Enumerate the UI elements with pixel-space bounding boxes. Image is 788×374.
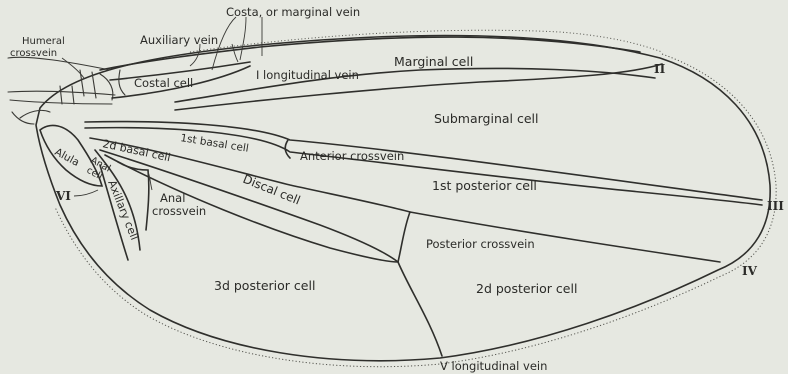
axillary-cell-label: Axillary cell bbox=[105, 178, 141, 242]
base-sclerites bbox=[20, 74, 113, 118]
first-longitudinal-continuation bbox=[175, 68, 655, 102]
fifth-longitudinal-basal bbox=[105, 155, 398, 262]
costal-cell-label: Costal cell bbox=[134, 76, 193, 90]
auxiliary-vein-label: Auxiliary vein bbox=[140, 33, 218, 47]
anterior-crossvein-label: Anterior crossvein bbox=[300, 149, 404, 163]
humeral-label-line1: Humeral bbox=[22, 36, 65, 47]
marginal-cell-label: Marginal cell bbox=[394, 54, 473, 69]
third-posterior-cell-label: 3d posterior cell bbox=[214, 278, 315, 293]
posterior-crossvein-label: Posterior crossvein bbox=[426, 237, 535, 251]
anal-crossvein-label-line1: Anal bbox=[160, 191, 185, 205]
anal-crossvein-label-line2: crossvein bbox=[152, 204, 206, 218]
alula-label: Alula bbox=[53, 146, 82, 169]
discal-cell-label: Discal cell bbox=[241, 172, 302, 208]
anterior-crossvein-line bbox=[285, 140, 290, 158]
first-posterior-cell-label: 1st posterior cell bbox=[432, 178, 537, 193]
vein-number-iv: IV bbox=[742, 264, 758, 278]
costal-cell-border bbox=[119, 70, 125, 95]
wing-costa-fringe bbox=[190, 30, 662, 52]
costa-label: Costa, or marginal vein bbox=[226, 5, 360, 19]
second-basal-cell-label: 2d basal cell bbox=[101, 137, 171, 164]
vein-number-ii: II bbox=[654, 62, 666, 76]
first-longitudinal-label: I longitudinal vein bbox=[256, 68, 359, 82]
vein-number-vi: VI bbox=[55, 189, 71, 203]
fifth-longitudinal-vein bbox=[398, 262, 442, 356]
second-posterior-cell-label: 2d posterior cell bbox=[476, 281, 577, 296]
vi-leader-line bbox=[74, 190, 98, 196]
posterior-crossvein-line bbox=[398, 212, 410, 262]
submarginal-cell-label: Submarginal cell bbox=[434, 111, 539, 126]
vein-number-iii: III bbox=[767, 199, 784, 213]
discal-lower-vein bbox=[100, 150, 398, 262]
humeral-label-line2: crossvein bbox=[10, 48, 57, 59]
fifth-longitudinal-label: V longitudinal vein bbox=[440, 359, 547, 373]
